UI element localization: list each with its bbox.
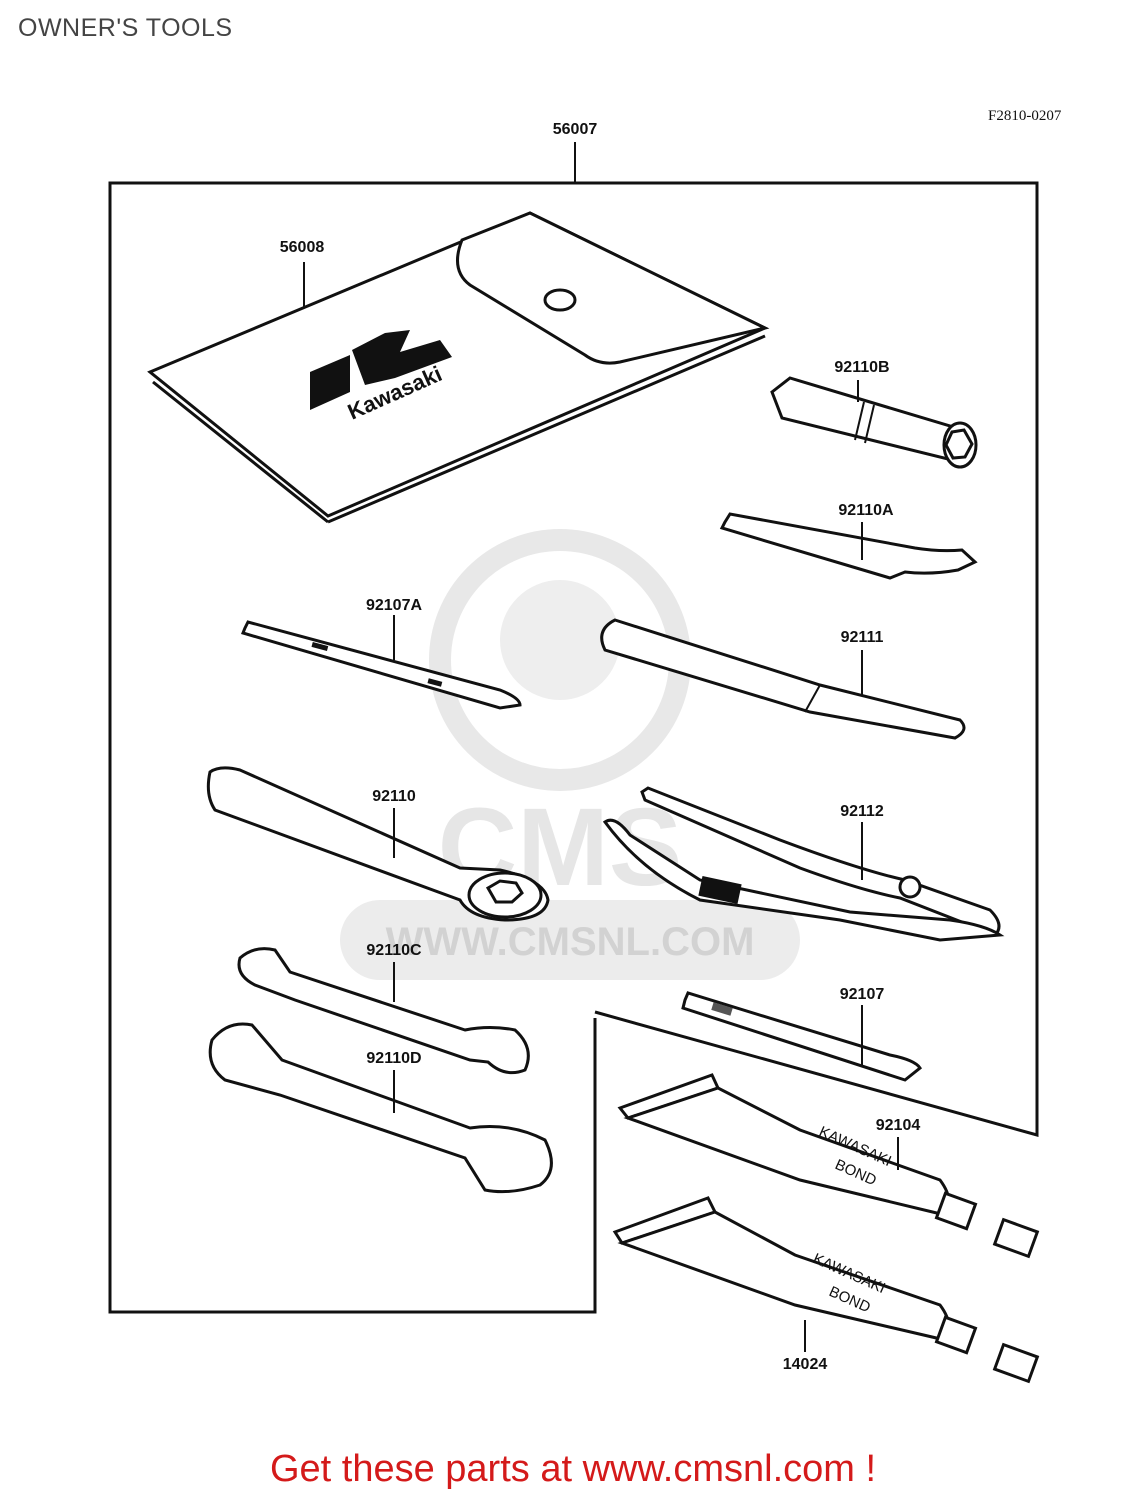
tube-body-2	[617, 1210, 951, 1342]
frame-outline	[108, 181, 1039, 1314]
part-label: 92107A	[366, 597, 422, 614]
part-labels: 56007 56008 92110B 92110A 92107A 92111 9…	[280, 121, 921, 1373]
pouch-edge	[152, 380, 329, 524]
tube-body	[623, 1086, 951, 1217]
tool-pouch: Kawasaki	[147, 211, 770, 524]
watermark-banner	[340, 900, 800, 980]
footer-link[interactable]: Get these parts at www.cmsnl.com !	[269, 1448, 877, 1490]
wrench-d-body	[208, 1022, 553, 1194]
plug-wrench-ring	[854, 401, 865, 441]
page-title: OWNER'S TOOLS	[18, 14, 233, 42]
pliers-lower-jaw	[602, 818, 1005, 942]
part-label: 92110C	[366, 942, 422, 959]
driver-handle	[600, 618, 966, 740]
kawasaki-logo-k	[352, 330, 452, 385]
part-label: 92110A	[838, 502, 894, 519]
part-label: 56008	[280, 239, 325, 256]
plug-wrench-ring-2	[864, 404, 875, 444]
tube-cap	[992, 1217, 1040, 1259]
tube-nozzle	[934, 1191, 978, 1231]
box-wrench-body	[206, 766, 550, 922]
wrench-c-body	[237, 947, 530, 1075]
pouch-edge-2	[327, 334, 766, 524]
handle-step	[804, 684, 821, 713]
part-label: 92111	[841, 629, 884, 646]
part-label: 92107	[840, 986, 885, 1003]
hook-wrench	[719, 512, 978, 580]
screwdriver	[681, 991, 922, 1082]
open-end-wrench-small	[237, 947, 530, 1075]
part-label: 92104	[876, 1117, 921, 1134]
watermark-face	[500, 580, 620, 700]
pliers-pivot	[898, 875, 922, 899]
tube-cap-2	[992, 1342, 1040, 1384]
box-wrench-hex	[485, 879, 524, 904]
bond-tube-lower: KAWASAKI BOND	[612, 1196, 1040, 1384]
pouch-flap	[456, 211, 770, 365]
watermark-url: WWW.CMSNL.COM	[386, 920, 755, 964]
owners-tools-diagram: CMS WWW.CMSNL.COM Kawasaki	[108, 121, 1040, 1384]
part-label: 92110D	[366, 1050, 421, 1067]
part-label: 92112	[840, 803, 884, 820]
screwdriver-bit	[240, 615, 522, 710]
pliers	[602, 786, 1005, 942]
bit-mark-2	[427, 678, 443, 687]
plug-wrench-hex	[944, 428, 974, 460]
plug-wrench	[770, 376, 978, 469]
bit-mark	[311, 641, 329, 651]
pliers-grip-band	[698, 876, 742, 904]
bond-tube-upper: KAWASAKI BOND	[617, 1073, 1040, 1259]
box-wrench	[206, 766, 550, 922]
part-label: 92110B	[834, 359, 889, 376]
part-label: 92110	[372, 788, 416, 805]
kawasaki-logo-block	[310, 355, 350, 410]
figure-reference: F2810-0207	[988, 108, 1062, 124]
part-label: 14024	[783, 1356, 828, 1373]
screwdriver-mark	[711, 1002, 733, 1016]
tube-nozzle-2	[934, 1315, 978, 1355]
screwdriver-body	[681, 991, 922, 1082]
pouch-snap	[543, 288, 577, 312]
driver-handle-body	[600, 618, 966, 740]
screwdriver-bit-body	[240, 620, 522, 710]
part-label: 56007	[553, 121, 598, 138]
kit-frame	[108, 142, 1039, 1314]
hook-wrench-body	[719, 512, 978, 580]
open-end-wrench-large	[208, 1022, 553, 1194]
